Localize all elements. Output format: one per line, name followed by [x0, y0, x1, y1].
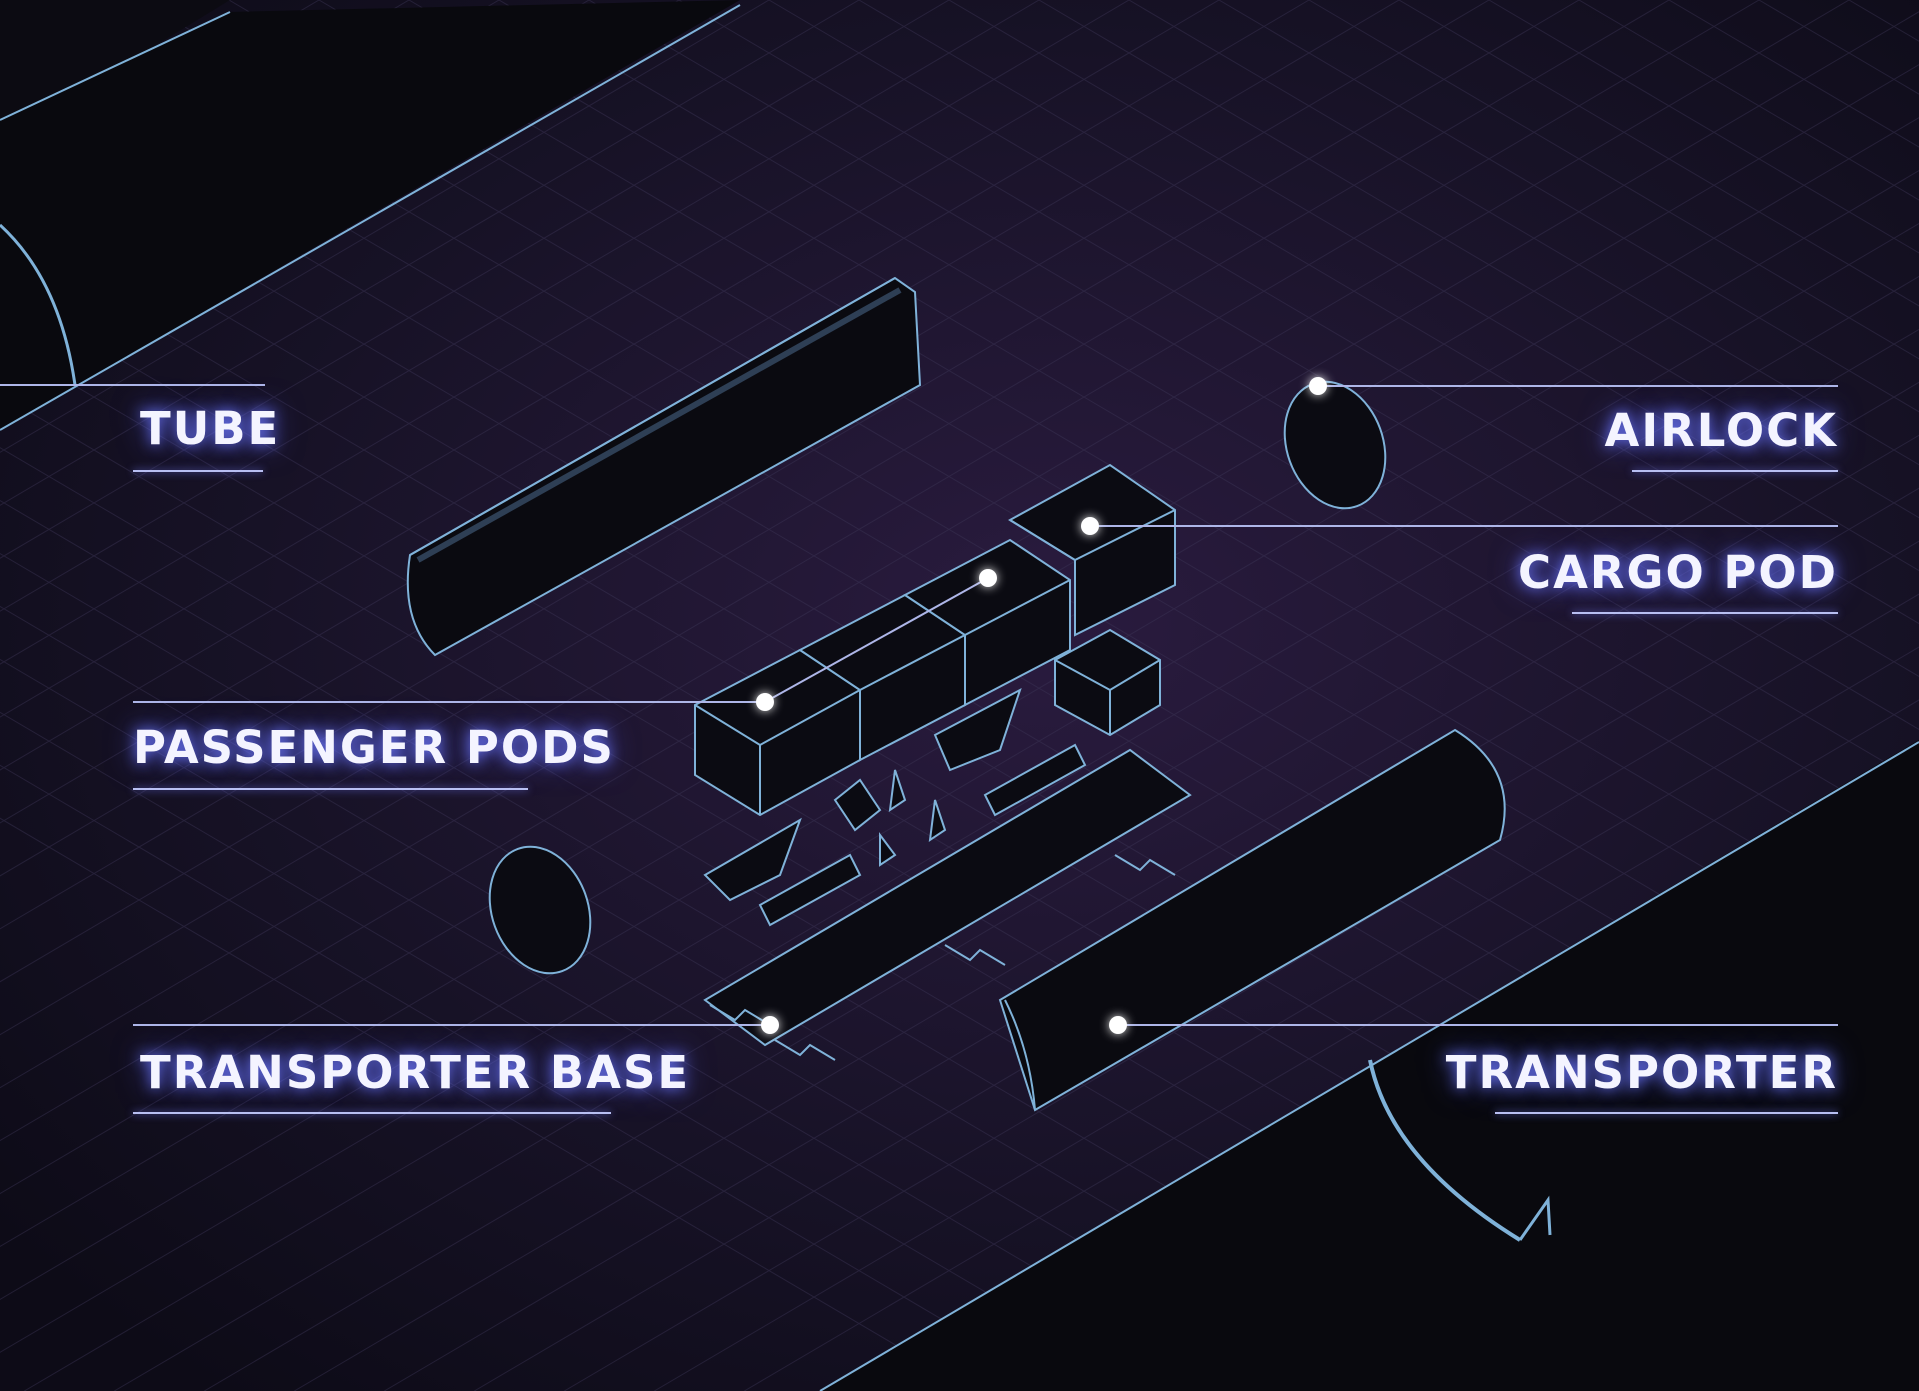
- leader-lines: [0, 384, 1838, 1026]
- underline-cargo-pod: [1572, 612, 1838, 614]
- grid-line: [0, 0, 1130, 665]
- label-cargo-pod: CARGO POD: [1518, 546, 1838, 599]
- pods-row: [694, 463, 1176, 817]
- airlock-bottom: [488, 845, 592, 975]
- transporter-base-marker-dot: [761, 1016, 779, 1034]
- grid-line: [588, 0, 1919, 783]
- label-passenger-pods: PASSENGER PODS: [133, 721, 615, 774]
- seat-parts: [703, 687, 1087, 927]
- grid-line: [768, 0, 1919, 678]
- grid-line: [1488, 0, 1919, 254]
- grid-line: [0, 0, 950, 559]
- grid-line: [294, 434, 1919, 1391]
- grid-line: [0, 0, 1400, 824]
- grid-line: [0, 0, 1040, 612]
- grid-line: [384, 487, 1919, 1391]
- grid-line: [1038, 0, 1919, 519]
- grid-line: [138, 0, 1919, 1048]
- grid-line: [1308, 0, 1919, 360]
- grid-line: [1398, 0, 1919, 307]
- grid-line: [948, 0, 1919, 572]
- grid-line: [0, 658, 1244, 1391]
- grid-line: [0, 0, 1490, 877]
- grid-line: [24, 275, 1919, 1391]
- grid-line: [204, 381, 1919, 1391]
- grid-line: [0, 817, 974, 1391]
- tube-part-large-right: [819, 740, 1919, 1391]
- grid-line: [564, 593, 1919, 1391]
- grid-line: [474, 540, 1919, 1391]
- grid-line: [1128, 0, 1919, 466]
- grid-line: [678, 0, 1919, 730]
- grid-line: [0, 0, 1850, 1089]
- cargo-pod-marker-dot: [1081, 517, 1099, 535]
- label-tube: TUBE: [140, 402, 281, 455]
- grid-line: [1218, 0, 1919, 413]
- grid-line: [228, 0, 1919, 995]
- passenger-pods-marker-dot-2: [979, 569, 997, 587]
- transporter-half-shell: [998, 728, 1506, 1112]
- underline-passenger-pods: [133, 788, 528, 790]
- grid-line: [654, 646, 1919, 1391]
- grid-line: [0, 0, 1580, 930]
- grid-line: [318, 0, 1919, 942]
- label-airlock: AIRLOCK: [1604, 404, 1838, 457]
- grid-line: [0, 500, 1514, 1391]
- underline-transporter-base: [133, 1112, 611, 1114]
- grid-line: [0, 0, 1670, 983]
- underline-transporter: [1495, 1112, 1838, 1114]
- transporter-base-plate: [703, 748, 1192, 1061]
- tube-half-shell: [406, 276, 922, 657]
- grid-line: [0, 764, 1064, 1391]
- grid-line: [48, 0, 1919, 1101]
- grid-line: [858, 0, 1919, 625]
- grid-line: [0, 0, 1760, 1036]
- grid-line: [0, 552, 1424, 1391]
- grid-line: [0, 0, 1220, 718]
- grid-line: [0, 711, 1154, 1391]
- grid-line: [114, 328, 1919, 1391]
- grid-line: [744, 699, 1919, 1391]
- grid-line: [498, 0, 1919, 836]
- passenger-pods-marker-dot: [756, 693, 774, 711]
- grid-line: [0, 605, 1334, 1391]
- grid-line: [0, 447, 1604, 1391]
- transporter-marker-dot: [1109, 1016, 1127, 1034]
- label-transporter: TRANSPORTER: [1445, 1046, 1838, 1099]
- airlock-marker-dot: [1309, 377, 1327, 395]
- tube-part-large-left: [0, 0, 741, 431]
- grid-line: [408, 0, 1919, 889]
- underline-airlock: [1632, 470, 1838, 472]
- underline-tube: [133, 470, 263, 472]
- label-transporter-base: TRANSPORTER BASE: [140, 1046, 691, 1099]
- grid-line: [0, 0, 770, 453]
- grid-line: [0, 0, 1310, 771]
- grid-line: [0, 0, 860, 506]
